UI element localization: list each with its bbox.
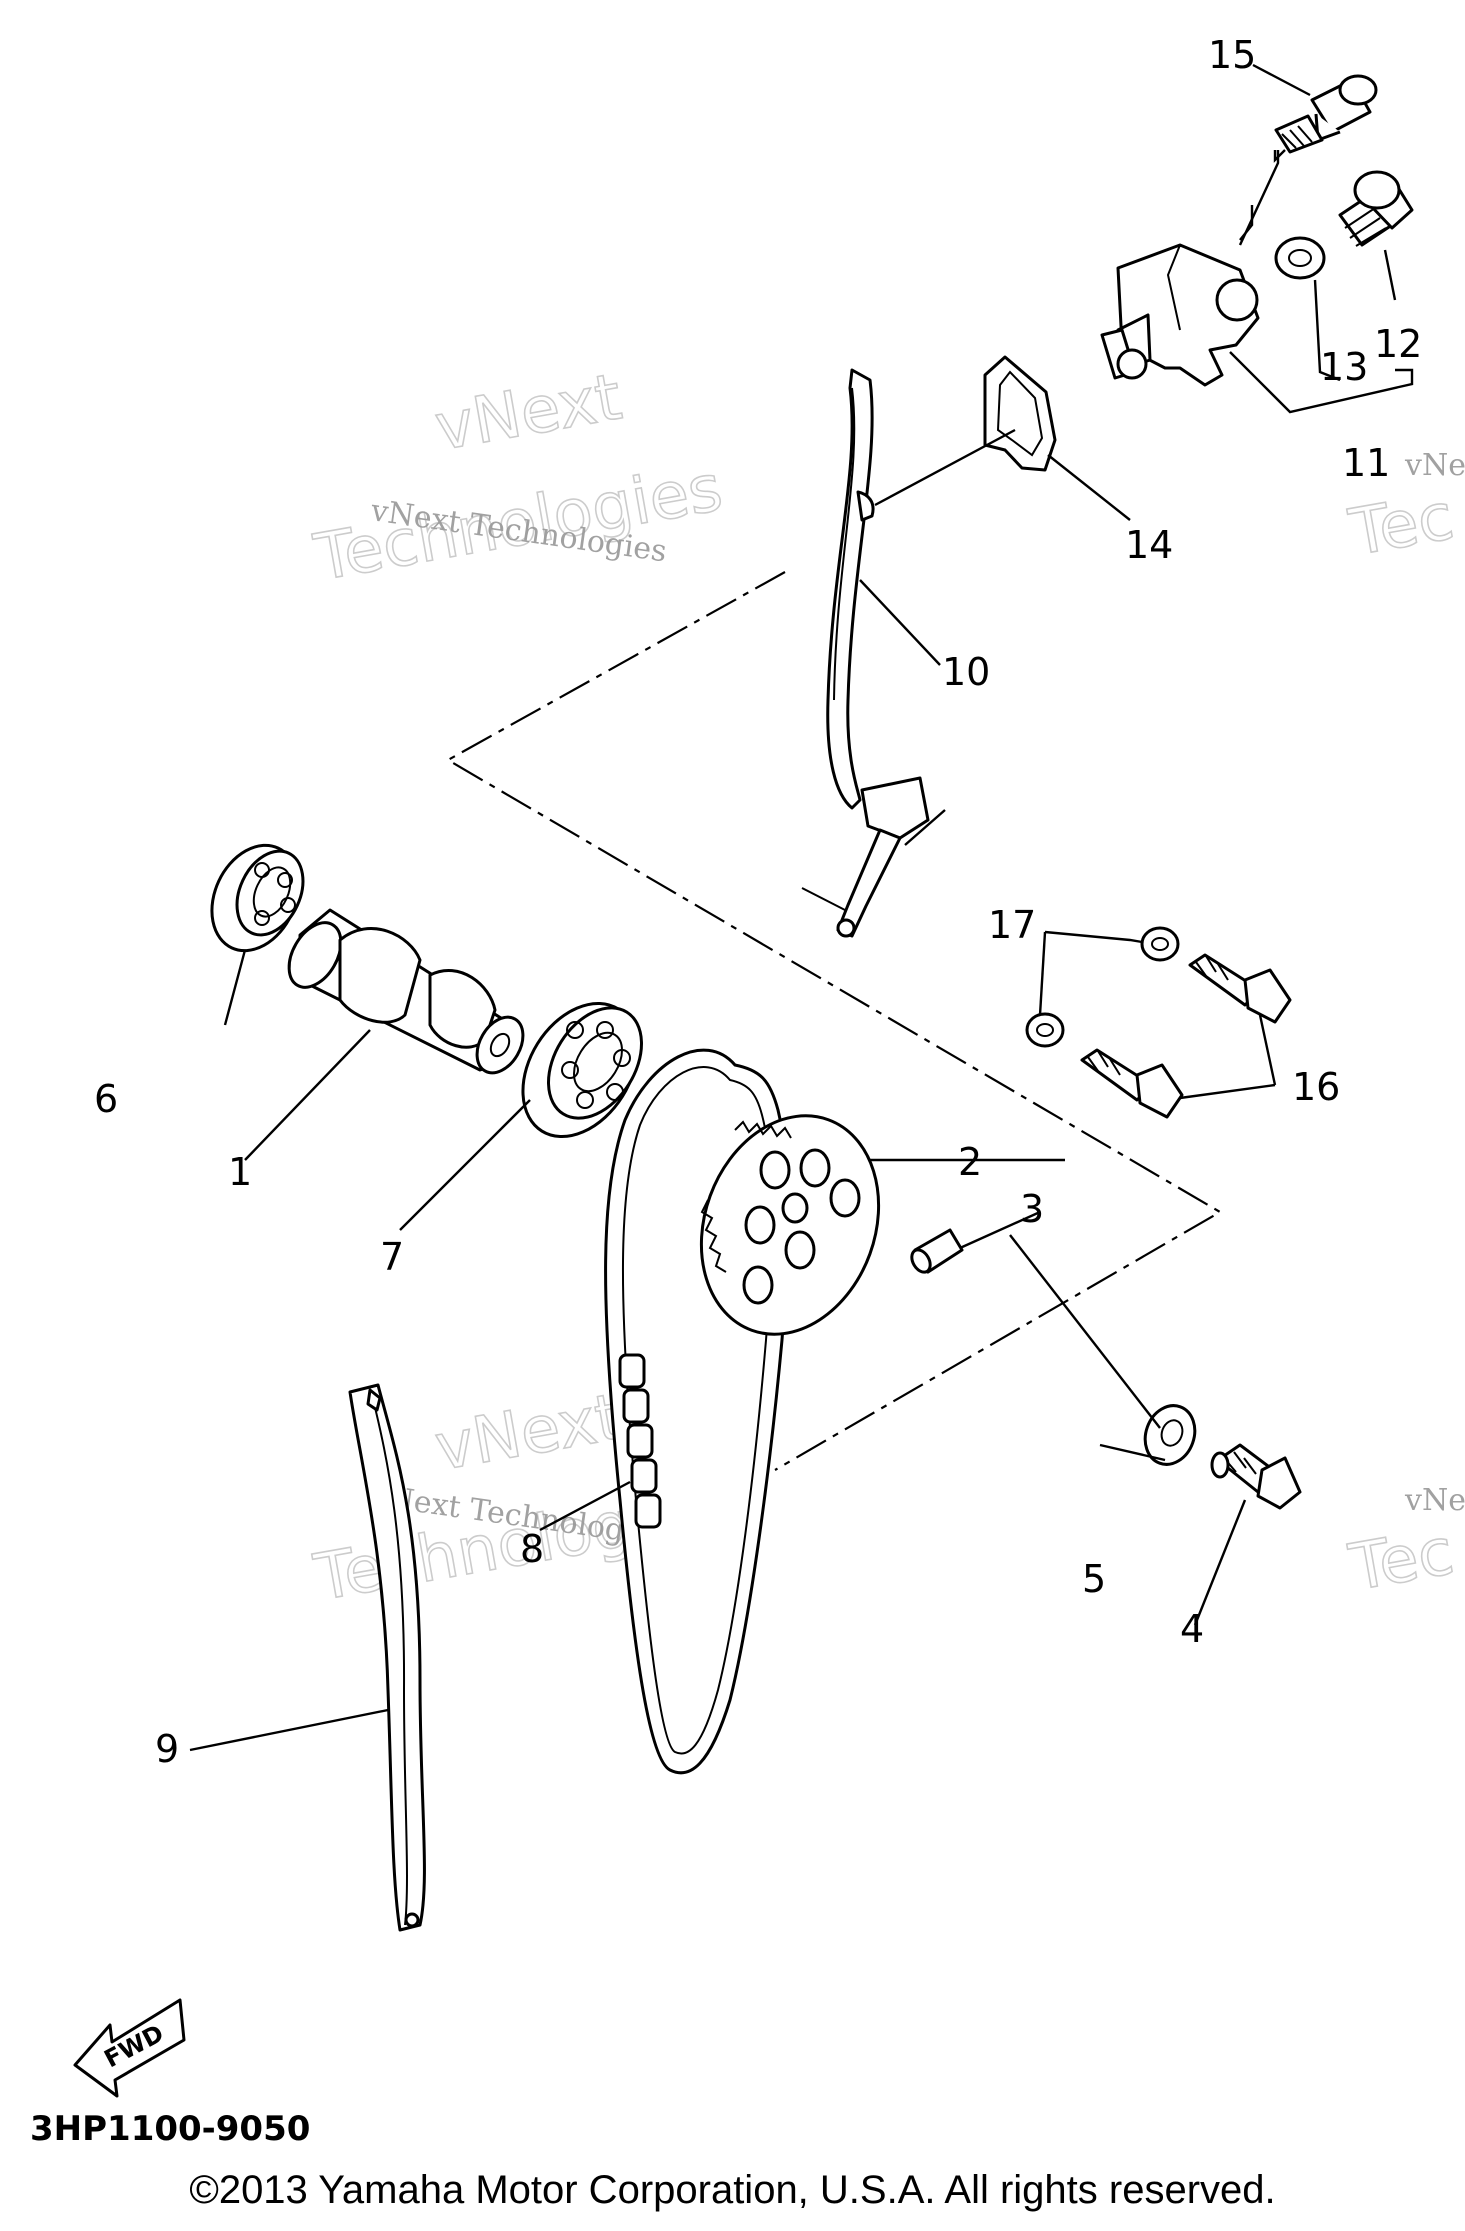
watermark-big-1a: vNext — [430, 360, 627, 465]
watermark-big-2a: vNext — [430, 1380, 627, 1485]
callout-10: 10 — [942, 650, 990, 694]
dowel-pin — [910, 1228, 964, 1274]
callout-4: 4 — [1180, 1607, 1204, 1651]
callout-17: 17 — [988, 903, 1036, 947]
sprocket-washer — [1143, 1404, 1197, 1466]
camshaft-sprocket — [699, 1114, 881, 1336]
sprocket-bolt — [1210, 1443, 1302, 1510]
leader-lines — [189, 63, 1414, 1752]
tensioner-washer — [1274, 236, 1326, 280]
chain-guide-lower — [348, 1383, 426, 1932]
watermark-partial-small-1: vNe — [1404, 448, 1465, 483]
callout-1: 1 — [228, 1150, 252, 1194]
diagram-reference-code: 3HP1100-9050 — [30, 2109, 310, 2149]
camshaft-bearing-large — [521, 1001, 643, 1139]
forward-direction-arrow: FWD — [73, 1998, 186, 2098]
watermark-partial-big-2: Tec — [1344, 1515, 1459, 1606]
copyright-notice: ©2013 Yamaha Motor Corporation, U.S.A. A… — [189, 2168, 1276, 2212]
watermark-partial-small-2: vNe — [1404, 1483, 1465, 1518]
callout-2: 2 — [958, 1140, 982, 1184]
callout-3: 3 — [1020, 1187, 1044, 1231]
cam-chain-tensioner — [1100, 243, 1260, 387]
callout-7: 7 — [380, 1235, 404, 1279]
callout-15: 15 — [1208, 33, 1256, 77]
callout-13: 13 — [1320, 345, 1368, 389]
callout-11: 11 — [1342, 441, 1390, 485]
callout-14: 14 — [1125, 523, 1173, 567]
callout-6: 6 — [94, 1077, 118, 1121]
tensioner-gasket — [983, 355, 1057, 472]
guide-washers — [1025, 926, 1180, 1048]
chain-guide-upper — [826, 368, 930, 938]
callout-9: 9 — [155, 1727, 179, 1771]
tensioner-bolt — [1274, 74, 1378, 154]
guide-bolts — [1080, 953, 1292, 1119]
assembly-outline — [445, 571, 1223, 1471]
callout-16: 16 — [1292, 1065, 1340, 1109]
watermark-partial-big-1: Tec — [1344, 480, 1459, 571]
callout-5: 5 — [1082, 1557, 1106, 1601]
callout-12: 12 — [1374, 322, 1422, 366]
callout-8: 8 — [520, 1527, 544, 1571]
camshaft — [287, 908, 525, 1075]
callout-labels: 15 12 13 11 14 10 17 16 6 1 2 3 7 8 5 4 … — [94, 33, 1422, 1771]
camshaft-bearing-small — [210, 843, 305, 953]
tensioner-cap-bolt — [1338, 170, 1414, 247]
watermark-big-1b: Technologies — [309, 451, 728, 595]
